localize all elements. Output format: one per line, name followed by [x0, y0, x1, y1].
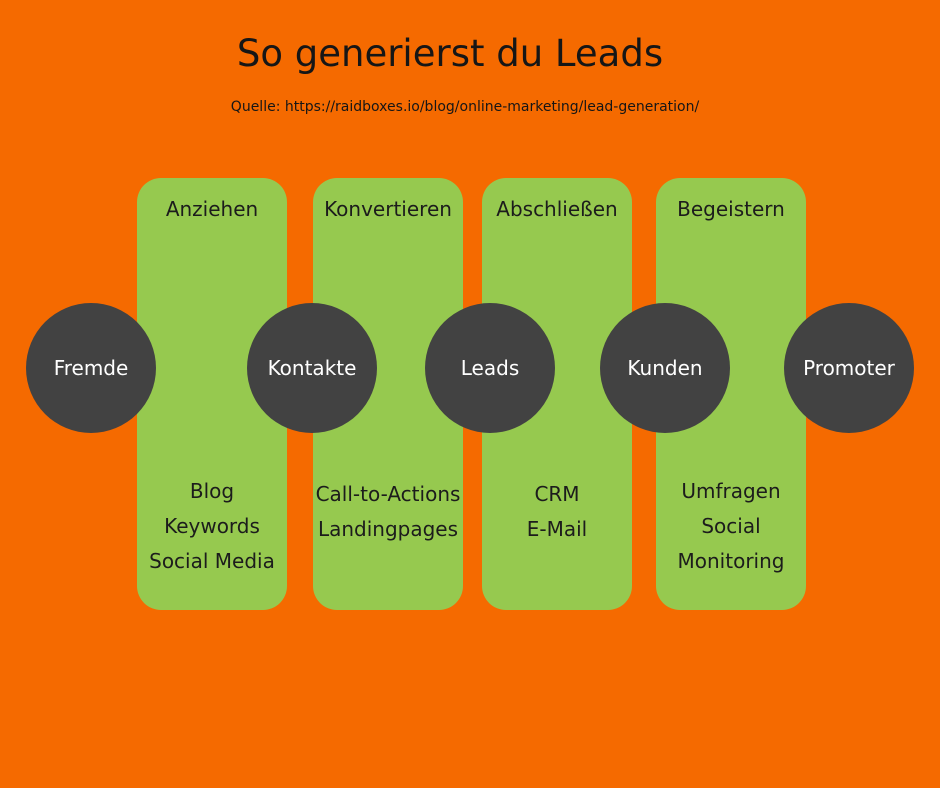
stage-title: Begeistern [677, 197, 785, 221]
stage-items: Blog Keywords Social Media [117, 474, 307, 579]
node-leads: Leads [425, 303, 555, 433]
stage-item: Social [701, 514, 761, 538]
stage-item: Monitoring [677, 549, 785, 573]
stage-item: Keywords [164, 514, 260, 538]
stage-item: Social Media [149, 549, 275, 573]
stage-title: Abschließen [496, 197, 618, 221]
source-caption: Quelle: https://raidboxes.io/blog/online… [230, 99, 700, 115]
node-customers: Kunden [600, 303, 730, 433]
node-contacts: Kontakte [247, 303, 377, 433]
node-promoters: Promoter [784, 303, 914, 433]
stage-item: E-Mail [526, 517, 588, 541]
stage-item: Landingpages [317, 517, 459, 541]
stage-items: CRM E-Mail [462, 477, 652, 547]
stage-item: CRM [534, 482, 580, 506]
page-title: So generierst du Leads [236, 32, 664, 75]
stage-item: Umfragen [681, 479, 781, 503]
stage-item: Call-to-Actions [315, 482, 461, 506]
stage-title: Anziehen [165, 197, 259, 221]
stage-items: Call-to-Actions Landingpages [293, 477, 483, 547]
stage-title: Konvertieren [324, 197, 452, 221]
stage-item: Blog [189, 479, 235, 503]
node-strangers: Fremde [26, 303, 156, 433]
stage-items: Umfragen Social Monitoring [636, 474, 826, 579]
